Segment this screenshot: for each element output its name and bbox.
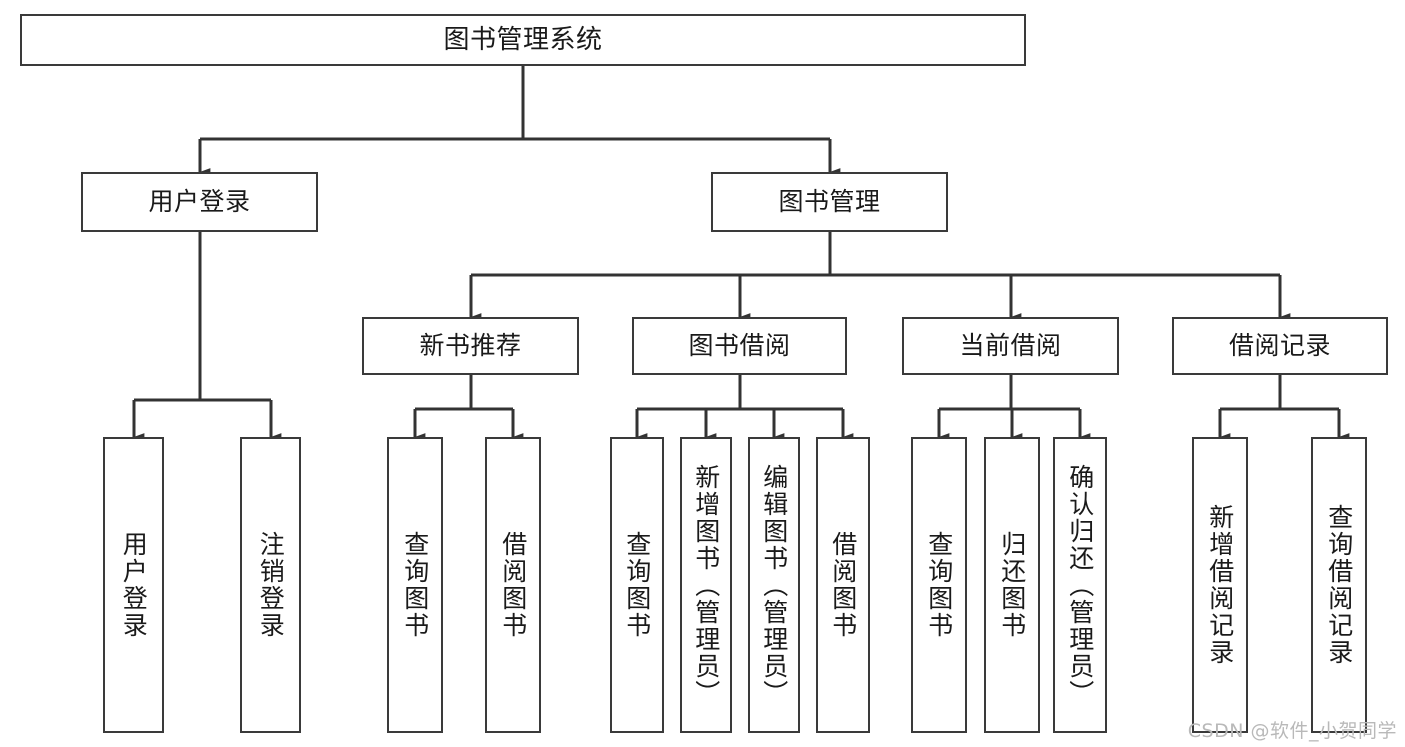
- node-label: 查询图书: [622, 531, 652, 639]
- node-label: 借阅图书: [498, 531, 528, 639]
- node-label: 查询图书: [400, 531, 430, 639]
- node-leaf-borrow-1[interactable]: 新增图书（管理员）: [680, 437, 732, 733]
- connector-paths: [132, 66, 1350, 441]
- node-label: 用户登录: [119, 531, 149, 639]
- node-label: 新增图书（管理员）: [691, 463, 721, 707]
- node-l2-2[interactable]: 当前借阅: [902, 317, 1119, 375]
- node-leaf-borrow-0[interactable]: 查询图书: [610, 437, 664, 733]
- csdn-watermark: CSDN @软件_小贺同学: [1187, 720, 1397, 742]
- node-leaf-current-1[interactable]: 归还图书: [984, 437, 1040, 733]
- node-label: 查询借阅记录: [1324, 504, 1354, 666]
- node-leaf-login-1[interactable]: 注销登录: [240, 437, 301, 733]
- node-label: 归还图书: [997, 531, 1027, 639]
- node-label: 借阅记录: [1228, 331, 1331, 361]
- node-l2-1[interactable]: 图书借阅: [632, 317, 847, 375]
- node-label: 编辑图书（管理员）: [759, 463, 789, 707]
- node-leaf-borrow-3[interactable]: 借阅图书: [816, 437, 870, 733]
- node-leaf-current-0[interactable]: 查询图书: [911, 437, 967, 733]
- node-l1-1[interactable]: 图书管理: [711, 172, 948, 232]
- node-l2-0[interactable]: 新书推荐: [362, 317, 579, 375]
- node-label: 新增借阅记录: [1205, 504, 1235, 666]
- node-leaf-record-1[interactable]: 查询借阅记录: [1311, 437, 1367, 733]
- node-leaf-current-2[interactable]: 确认归还（管理员）: [1053, 437, 1107, 733]
- node-label: 借阅图书: [828, 531, 858, 639]
- node-label: 查询图书: [924, 531, 954, 639]
- node-leaf-login-0[interactable]: 用户登录: [103, 437, 164, 733]
- node-leaf-record-0[interactable]: 新增借阅记录: [1192, 437, 1248, 733]
- node-l1-0[interactable]: 用户登录: [81, 172, 318, 232]
- node-l2-3[interactable]: 借阅记录: [1172, 317, 1388, 375]
- node-label: 当前借阅: [959, 331, 1062, 361]
- node-leaf-newbook-0[interactable]: 查询图书: [387, 437, 443, 733]
- node-leaf-newbook-1[interactable]: 借阅图书: [485, 437, 541, 733]
- node-label: 图书管理系统: [443, 24, 603, 55]
- node-label: 用户登录: [148, 187, 251, 217]
- node-label: 注销登录: [256, 531, 286, 639]
- node-leaf-borrow-2[interactable]: 编辑图书（管理员）: [748, 437, 800, 733]
- node-label: 确认归还（管理员）: [1065, 463, 1095, 707]
- node-label: 新书推荐: [419, 331, 522, 361]
- node-label: 图书借阅: [688, 331, 791, 361]
- node-label: 图书管理: [778, 187, 881, 217]
- node-root[interactable]: 图书管理系统: [20, 14, 1026, 66]
